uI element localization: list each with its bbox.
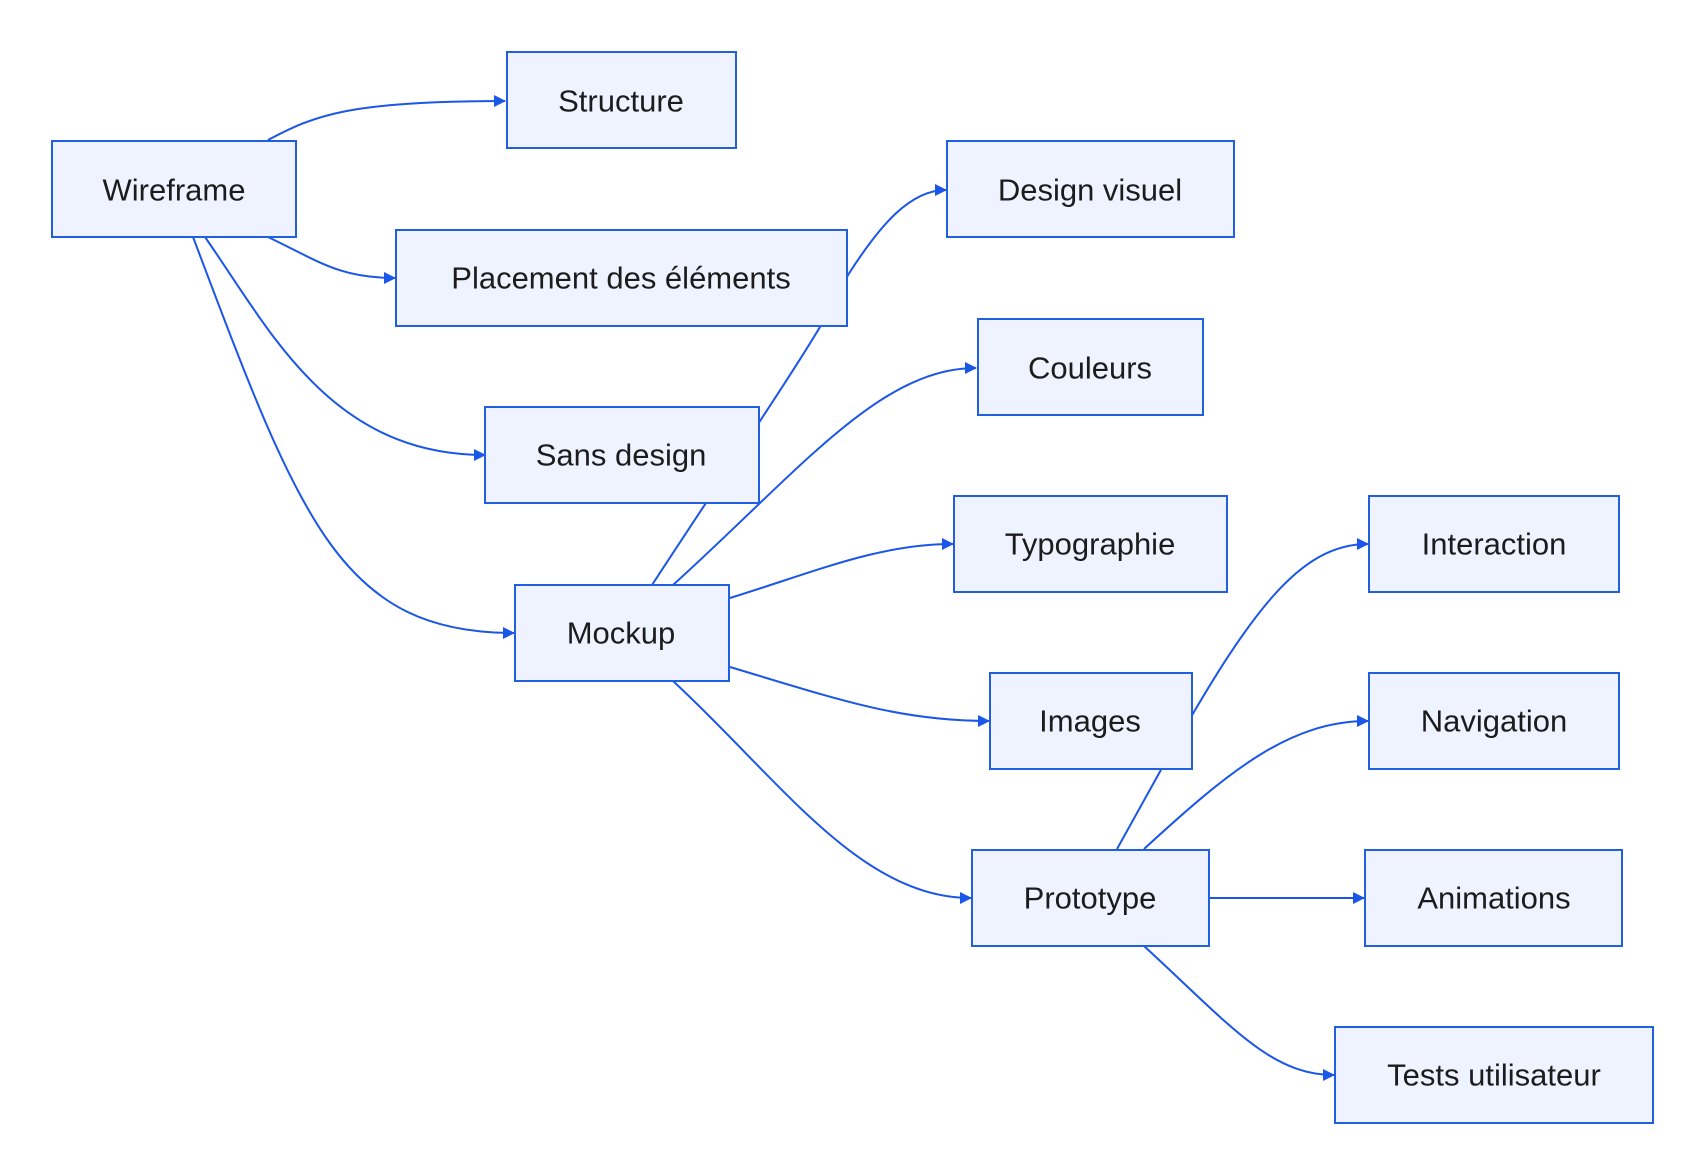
node-design-visuel[interactable]: Design visuel: [946, 140, 1235, 238]
node-label-images: Images: [1039, 704, 1141, 739]
node-label-interaction: Interaction: [1422, 527, 1567, 562]
edge-prototype-tests: [1143, 945, 1335, 1081]
node-label-wireframe: Wireframe: [103, 173, 246, 208]
node-interaction[interactable]: Interaction: [1368, 495, 1620, 593]
edge-mockup-couleurs: [672, 362, 977, 586]
edge-wireframe-structure: [267, 95, 506, 141]
edge-mockup-prototype: [672, 680, 972, 904]
edge-wireframe-mockup: [192, 236, 515, 639]
node-prototype[interactable]: Prototype: [971, 849, 1210, 947]
edge-mockup-typographie: [729, 538, 954, 599]
node-label-typographie: Typographie: [1005, 527, 1176, 562]
edge-mockup-images: [729, 666, 990, 727]
nodes: Wireframe Structure Placement des élémen…: [51, 51, 1654, 1124]
node-typographie[interactable]: Typographie: [953, 495, 1228, 593]
node-label-sans-design: Sans design: [536, 438, 707, 473]
node-label-placement: Placement des éléments: [451, 261, 790, 296]
node-label-structure: Structure: [558, 84, 684, 119]
node-wireframe[interactable]: Wireframe: [51, 140, 297, 238]
node-label-tests-utilisateur: Tests utilisateur: [1387, 1058, 1601, 1093]
node-label-design-visuel: Design visuel: [998, 173, 1182, 208]
node-label-couleurs: Couleurs: [1028, 351, 1152, 386]
node-label-navigation: Navigation: [1421, 704, 1567, 739]
node-sans-design[interactable]: Sans design: [484, 406, 760, 504]
node-label-animations: Animations: [1417, 881, 1570, 916]
node-label-prototype: Prototype: [1024, 881, 1157, 916]
node-mockup[interactable]: Mockup: [514, 584, 730, 682]
edge-prototype-navigation: [1143, 715, 1369, 850]
node-navigation[interactable]: Navigation: [1368, 672, 1620, 770]
node-tests-utilisateur[interactable]: Tests utilisateur: [1334, 1026, 1654, 1124]
edge-wireframe-sans-design: [204, 236, 486, 461]
node-animations[interactable]: Animations: [1364, 849, 1623, 947]
node-label-mockup: Mockup: [567, 616, 676, 651]
node-images[interactable]: Images: [989, 672, 1193, 770]
node-placement[interactable]: Placement des éléments: [395, 229, 848, 327]
node-structure[interactable]: Structure: [506, 51, 737, 149]
node-couleurs[interactable]: Couleurs: [977, 318, 1204, 416]
edge-wireframe-placement: [267, 236, 396, 284]
